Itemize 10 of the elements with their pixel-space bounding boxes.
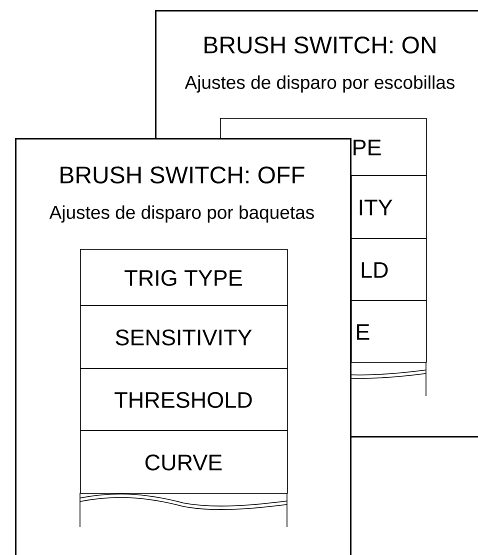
menu-item-cell: ITY (351, 175, 427, 239)
menu-item-cell: THRESHOLD (80, 368, 288, 431)
menu-item-cell: LD (351, 238, 427, 301)
menu-item-cell: SENSITIVITY (80, 305, 288, 369)
page-subtitle: Ajustes de disparo por baquetas (49, 205, 314, 223)
menu-item-cell: CURVE (80, 430, 288, 494)
menu-item-cell: E (351, 300, 427, 363)
page-subtitle: Ajustes de disparo por escobillas (184, 75, 454, 93)
page-title: BRUSH SWITCH: ON (204, 36, 436, 54)
menu-item-cell: TRIG TYPE (80, 249, 288, 306)
